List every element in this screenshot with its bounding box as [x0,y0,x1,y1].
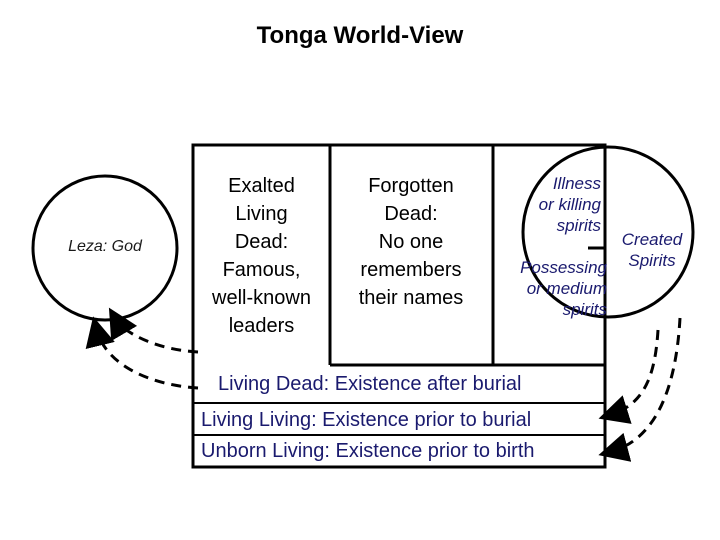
living-dead-row: Living Dead: Existence after burial [218,373,522,395]
arrow-from-spirits-lower [598,317,682,462]
arrow-from-spirits-upper [598,329,660,424]
living-living-row: Living Living: Existence prior to burial [201,409,532,431]
illness-spirits-text: Illness or killing spirits [538,174,601,235]
diagram-title: Tonga World-View [256,22,464,49]
possessing-spirits-text: Possessing or medium spirits [520,258,607,319]
created-spirits-text: Created Spirits [621,230,683,270]
forgotten-dead-text: Forgotten Dead: No one remembers their n… [358,175,464,309]
god-label: Leza: God [68,238,142,255]
exalted-dead-text: Exalted Living Dead: Famous, well-known … [212,175,311,337]
arrow-to-god-lower [85,316,199,390]
arrow-to-god-upper [108,307,199,354]
world-box [191,143,607,469]
unborn-living-row: Unborn Living: Existence prior to birth [201,440,535,462]
created-spirits-circle [521,145,695,319]
